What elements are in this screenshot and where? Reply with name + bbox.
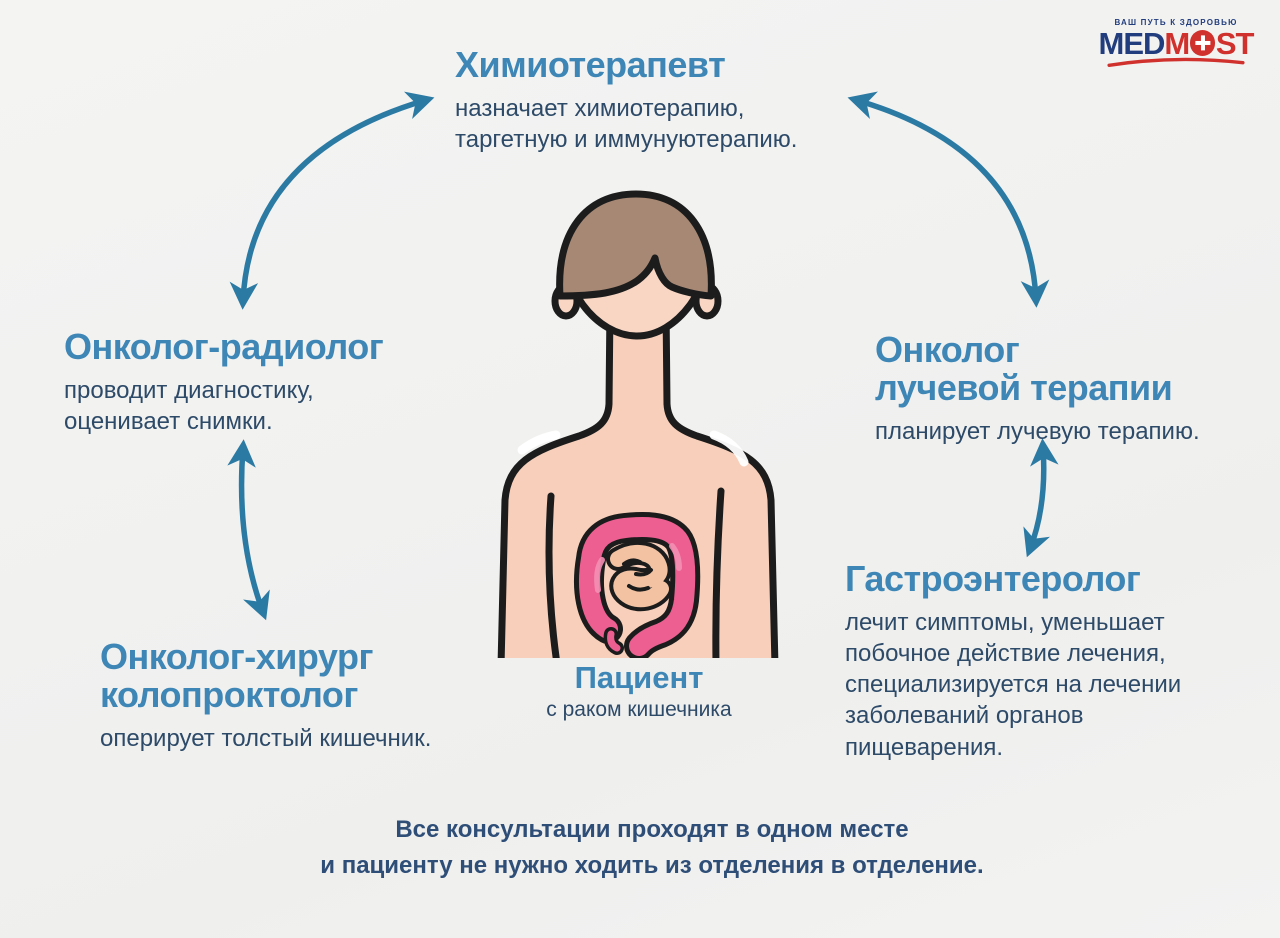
right-shoulder-gloss — [709, 430, 749, 467]
logo-swoosh — [1107, 57, 1245, 67]
surgeon-description: оперирует толстый кишечник. — [100, 724, 432, 752]
right-arm-line — [712, 487, 725, 658]
hair — [556, 190, 715, 300]
arrow-radiologist-surgeon — [227, 439, 270, 621]
specialist-radiologist: Онколог-радиолог проводит диагностику, о… — [64, 328, 464, 437]
logo-st: ST — [1215, 26, 1255, 61]
left-shoulder-gloss — [517, 430, 561, 455]
logo-tagline: ВАШ ПУТЬ К ЗДОРОВЬЮ — [1114, 18, 1238, 27]
patient-title: Пациент — [574, 660, 704, 695]
gastroenterologist-description: лечит симптомы, уменьшает побочное дейст… — [845, 608, 1182, 761]
arrow-chemotherapist-radiation-oncologist — [847, 91, 1050, 308]
radiologist-title: Онколог-радиолог — [64, 326, 384, 367]
logo-wordmark: MEDM ST — [1096, 28, 1256, 59]
radiologist-description: проводит диагностику, оценивает снимки. — [64, 376, 314, 435]
logo-med: MED — [1098, 26, 1166, 61]
arrow-radiologist-chemotherapist — [229, 91, 435, 310]
radiation-oncologist-description: планирует лучевую терапию. — [875, 417, 1200, 445]
patient-subtitle: с раком кишечника — [546, 698, 732, 721]
medmost-logo: ВАШ ПУТЬ К ЗДОРОВЬЮ MEDM ST — [1096, 18, 1256, 67]
footer-statement: Все консультации проходят в одном месте … — [320, 816, 984, 879]
specialist-chemotherapist: Химиотерапевт назначает химиотерапию, та… — [455, 46, 875, 155]
specialist-radiation-oncologist: Онколог лучевой терапии планирует лучеву… — [875, 331, 1255, 447]
logo-cross-icon — [1189, 30, 1216, 56]
logo-m: M — [1164, 26, 1190, 61]
patient-body — [497, 190, 779, 658]
surgeon-title: Онколог-хирург колопроктолог — [100, 636, 373, 715]
patient-label: Пациент с раком кишечника — [478, 660, 800, 722]
gastroenterologist-title: Гастроэнтеролог — [845, 558, 1141, 599]
arrow-radiation-gastroenterologist — [1023, 438, 1059, 558]
radiation-oncologist-title: Онколог лучевой терапии — [875, 329, 1173, 408]
chemotherapist-title: Химиотерапевт — [455, 44, 726, 85]
intestines-icon — [574, 512, 701, 658]
left-arm-line — [545, 492, 560, 658]
specialist-surgeon: Онколог-хирург колопроктолог оперирует т… — [100, 638, 520, 754]
chemotherapist-description: назначает химиотерапию, таргетную и имму… — [455, 94, 798, 153]
specialist-gastroenterologist: Гастроэнтеролог лечит симптомы, уменьшае… — [845, 560, 1265, 763]
patient-illustration — [497, 190, 779, 658]
